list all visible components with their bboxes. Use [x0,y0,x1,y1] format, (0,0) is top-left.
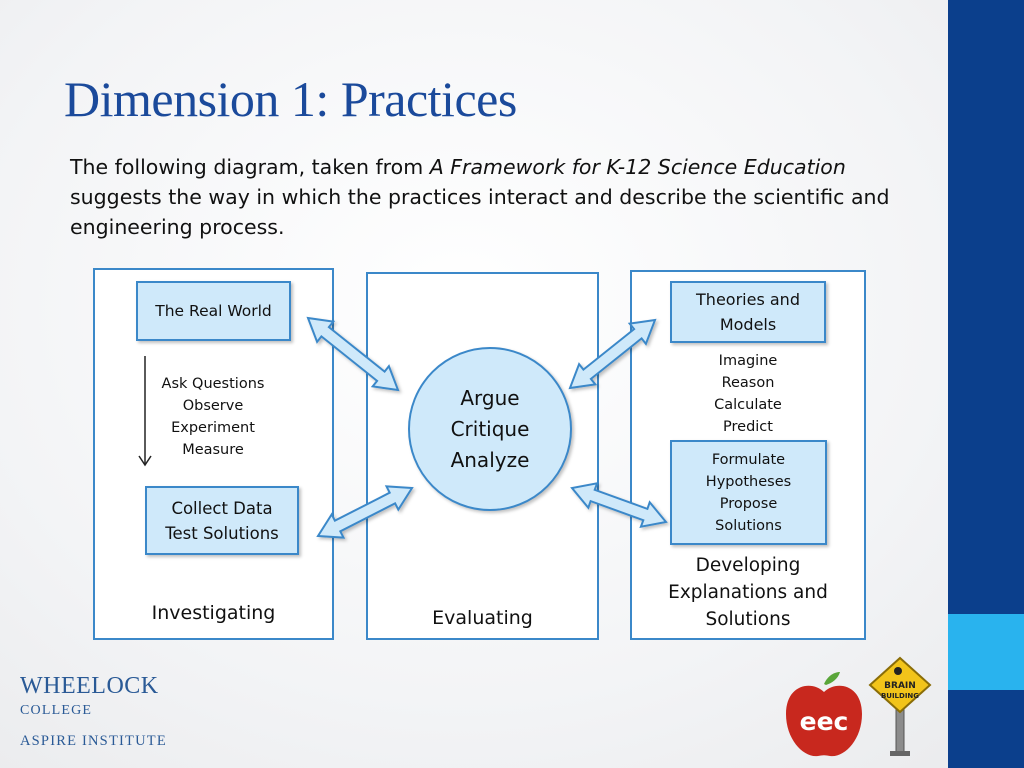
step-observe: Observe [182,398,244,414]
argue-label: Argue [460,385,520,410]
step-measure: Measure [182,442,244,458]
investigating-steps: Ask Questions Observe Experiment Measure [148,373,278,461]
eec-apple-icon [786,685,862,757]
collect-data-label: Collect Data [171,498,273,518]
intro-paragraph: The following diagram, taken from A Fram… [70,152,930,242]
propose-label: Propose [719,495,778,512]
sign-text-brain: BRAIN [884,681,916,691]
collect-data-box: Collect Data Test Solutions [145,486,299,555]
double-arrow-theories-to-center [568,318,657,390]
critique-label: Critique [450,416,530,441]
hypotheses-label: Hypotheses [705,473,792,490]
theories-label-line-1: Theories and [696,290,800,309]
step-reason: Reason [721,375,775,391]
right-sidebar-accent [948,614,1024,690]
double-arrow-formulate-to-center [570,481,668,529]
step-calculate: Calculate [714,397,782,413]
slide-title: Dimension 1: Practices [64,71,517,127]
step-imagine: Imagine [718,353,778,369]
intro-text-start: The following diagram, taken from [70,155,430,179]
intro-text-end: suggests the way in which the practices … [70,185,890,239]
real-world-box: The Real World [136,281,291,341]
step-experiment: Experiment [171,420,255,436]
wheelock-college-logo: WHEELOCK COLLEGE ASPIRE INSTITUTE [20,672,167,752]
analyze-label: Analyze [450,447,530,472]
developing-label-line-2: Explanations and [668,582,828,603]
sign-figure-icon [894,667,902,675]
step-ask-questions: Ask Questions [161,376,265,392]
formulate-hypotheses-box: Formulate Hypotheses Propose Solutions [670,440,827,545]
double-arrow-real-world-to-center [306,316,400,392]
brain-building-sign-logo: BRAIN BUILDING [868,656,932,756]
down-arrow-icon [138,356,152,467]
argue-critique-analyze-circle: Argue Critique Analyze [408,347,572,511]
formulate-label: Formulate [711,451,786,468]
eec-leaf-icon [824,672,840,685]
evaluating-label: Evaluating [432,607,533,629]
real-world-label: The Real World [155,302,272,320]
developing-label: Developing Explanations and Solutions [648,552,848,633]
developing-steps: Imagine Reason Calculate Predict [690,350,806,438]
step-predict: Predict [723,419,773,435]
aspire-institute: ASPIRE INSTITUTE [20,733,167,749]
sign-text-building: BUILDING [881,692,919,700]
diagram-arrows-layer [138,316,668,539]
solutions-label: Solutions [715,517,782,534]
double-arrow-collect-to-center [316,485,414,539]
developing-label-line-3: Solutions [705,609,791,630]
theories-label-line-2: Models [719,315,777,334]
investigating-label: Investigating [151,602,276,624]
theories-models-box: Theories and Models [670,281,826,343]
intro-book-title: A Framework for K-12 Science Education [429,155,846,179]
sign-diamond-icon [868,656,932,714]
developing-label-line-1: Developing [695,555,801,576]
eec-apple-logo: eec [786,672,862,757]
eec-logo-text: eec [800,707,849,736]
sign-base-icon [890,751,910,756]
test-solutions-label: Test Solutions [165,523,279,543]
wheelock-college: COLLEGE [20,703,93,718]
wheelock-name: WHEELOCK [20,673,159,699]
